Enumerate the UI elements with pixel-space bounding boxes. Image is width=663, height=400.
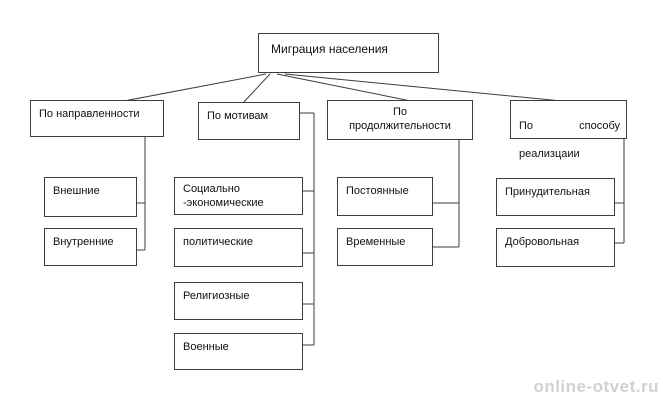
branch-box-prodolzhitelnost: По продолжительности	[327, 100, 473, 140]
child-box-postoyannye: Постоянные	[337, 177, 433, 216]
child-box-vremennye: Временные	[337, 228, 433, 266]
branch-label-word-right: способу	[579, 120, 620, 132]
child-box-vneshnie: Внешние	[44, 177, 137, 217]
child-box-voennye: Военные	[174, 333, 303, 370]
child-box-dobrovolnaya: Добровольная	[496, 228, 615, 267]
branch-label-line1: По способу	[519, 119, 620, 133]
child-box-socialno-ekonomicheskie: Социально -экономические	[174, 177, 303, 215]
connector-root-branch4	[284, 73, 563, 102]
connector-root-branch2	[242, 73, 271, 104]
connector-root-branch1	[123, 73, 267, 102]
watermark-online-otvet: online-otvet.ru	[533, 377, 659, 396]
child-box-politicheskie: политические	[174, 228, 303, 267]
branch-label-line2: реализцаии	[519, 148, 580, 160]
child-box-religioznye: Религиозные	[174, 282, 303, 320]
child-box-prinuditelnaya: Принудительная	[496, 178, 615, 216]
connector-root-branch3	[276, 73, 412, 102]
branch-box-napravlennost: По направленности	[30, 100, 164, 137]
branch-box-motivam: По мотивам	[198, 102, 300, 140]
root-box-migration: Миграция населения	[258, 33, 439, 73]
branch-label-word-left: По	[519, 120, 534, 132]
branch-box-sposob-realizacii: По способу реализцаии	[510, 100, 627, 160]
child-box-vnutrennie: Внутренние	[44, 228, 137, 266]
